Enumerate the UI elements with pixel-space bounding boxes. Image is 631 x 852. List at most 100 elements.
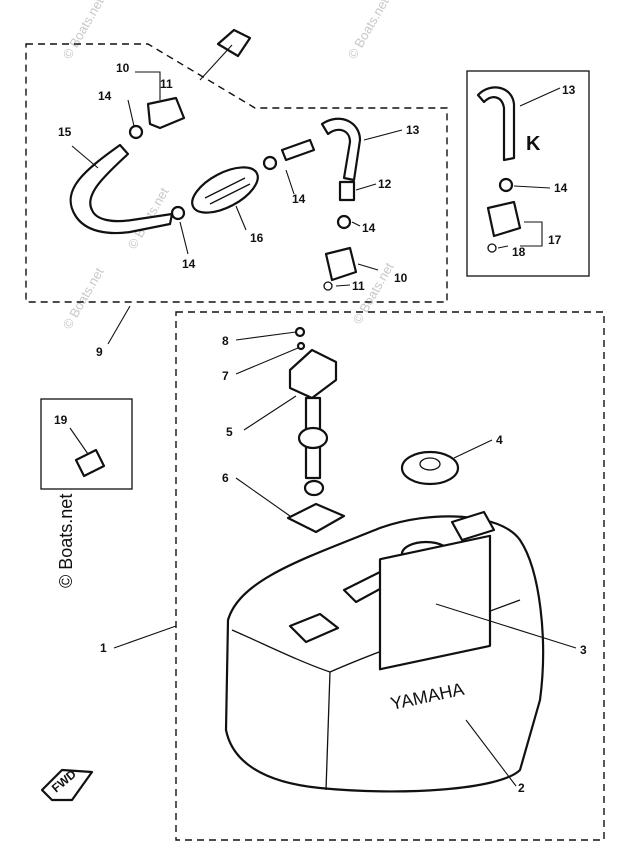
callout-14-e: 14 <box>554 181 568 195</box>
watermark-layer: © Boats.net © Boats.net © Boats.net © Bo… <box>60 0 422 582</box>
hose-13 <box>320 117 362 182</box>
callout-4: 4 <box>496 433 503 447</box>
callout-14-b: 14 <box>292 192 306 206</box>
leader <box>351 221 361 227</box>
inset-k-parts <box>476 86 522 253</box>
callout-13-inset: 13 <box>562 83 576 97</box>
vent-knob <box>450 510 496 542</box>
inset-19-box <box>40 398 133 490</box>
callout-9: 9 <box>96 345 103 359</box>
leader <box>113 625 177 649</box>
leader <box>107 305 131 345</box>
primer-bulb-16 <box>191 166 259 214</box>
leader <box>363 129 403 141</box>
fuel-line-assembly <box>69 28 362 291</box>
callout-17: 17 <box>548 233 562 247</box>
gauge-filter <box>303 479 325 497</box>
watermark-text: © Boats.net <box>345 0 392 61</box>
callout-3: 3 <box>580 643 587 657</box>
fuel-gauge-assembly <box>288 326 338 497</box>
callout-13-main: 13 <box>406 123 420 137</box>
leader <box>465 719 517 787</box>
connector-top <box>216 28 252 58</box>
watermark-main: © Boats.net <box>56 494 76 588</box>
clip-14-mid <box>262 155 278 171</box>
leader-lines <box>69 44 577 787</box>
watermark-text: © Boats.net <box>60 265 107 332</box>
leader <box>355 183 377 191</box>
callout-2: 2 <box>518 781 525 795</box>
callout-18: 18 <box>512 245 526 259</box>
tank-badge-panel <box>378 534 492 671</box>
joint-17-inset <box>486 200 522 238</box>
gauge-head-5 <box>288 348 338 400</box>
leader <box>513 185 551 189</box>
callout-7: 7 <box>222 369 229 383</box>
primer-bulb-ribs <box>204 177 251 205</box>
leader <box>497 245 509 249</box>
leader <box>519 87 561 107</box>
connector-upper <box>146 96 186 130</box>
callout-11-upper: 11 <box>160 77 173 91</box>
callout-10-upper: 10 <box>116 61 130 75</box>
callout-labels: 10 11 14 15 13 14 12 16 14 14 10 11 9 13… <box>54 61 587 795</box>
clip-14-upper <box>128 124 144 140</box>
leader <box>135 71 161 100</box>
leader <box>453 439 493 459</box>
connector-12 <box>338 180 356 202</box>
callout-14-a: 14 <box>98 89 112 103</box>
fuel-tank-1: YAMAHA <box>224 510 545 793</box>
fwd-arrow-icon: FWD <box>40 767 94 802</box>
cap-center <box>419 457 441 471</box>
part-19 <box>74 448 106 478</box>
washer-7 <box>296 341 306 351</box>
hose-short <box>280 138 316 162</box>
inset-k-box <box>466 70 590 277</box>
joint-10-lower <box>324 246 358 282</box>
leader <box>235 347 299 375</box>
leader <box>199 44 233 81</box>
clip-14-inset <box>498 177 514 193</box>
o-ring-18-inset <box>487 243 497 253</box>
leader <box>71 145 99 169</box>
hose-15 <box>69 143 174 235</box>
leader <box>285 169 295 195</box>
tank-side-edge <box>325 671 331 791</box>
callout-16: 16 <box>250 231 264 245</box>
leader <box>69 427 89 455</box>
clip-14-right <box>336 214 352 230</box>
callout-5: 5 <box>226 425 233 439</box>
gauge-port <box>288 612 340 644</box>
leader <box>243 395 297 431</box>
callout-14-d: 14 <box>362 221 376 235</box>
kit-9-dashed-box <box>25 43 448 303</box>
tank-dashed-box <box>175 311 605 841</box>
callout-10-lower: 10 <box>394 271 408 285</box>
leader <box>235 477 291 517</box>
fwd-arrow-shape <box>40 768 94 802</box>
watermark-text: © Boats.net <box>350 260 397 327</box>
clip-14-left <box>170 205 186 221</box>
watermark-text: © Boats.net <box>60 0 107 61</box>
callout-19: 19 <box>54 413 68 427</box>
screw-8 <box>294 326 306 338</box>
hose-13-inset <box>476 86 516 162</box>
callout-6: 6 <box>222 471 229 485</box>
callout-11-lower: 11 <box>352 279 365 293</box>
callout-15: 15 <box>58 125 72 139</box>
leader <box>127 99 135 127</box>
callout-14-c: 14 <box>182 257 196 271</box>
leader <box>357 263 379 271</box>
filler-cap-4 <box>400 450 460 486</box>
leader <box>435 603 577 649</box>
inset-letter-k: K <box>526 133 541 155</box>
callout-8: 8 <box>222 334 229 348</box>
gauge-float <box>297 426 329 450</box>
leader <box>179 221 189 255</box>
leader <box>235 331 297 341</box>
cap-body <box>400 450 460 486</box>
gasket-6 <box>286 502 346 534</box>
leader <box>335 284 351 287</box>
o-ring-11 <box>323 281 333 291</box>
